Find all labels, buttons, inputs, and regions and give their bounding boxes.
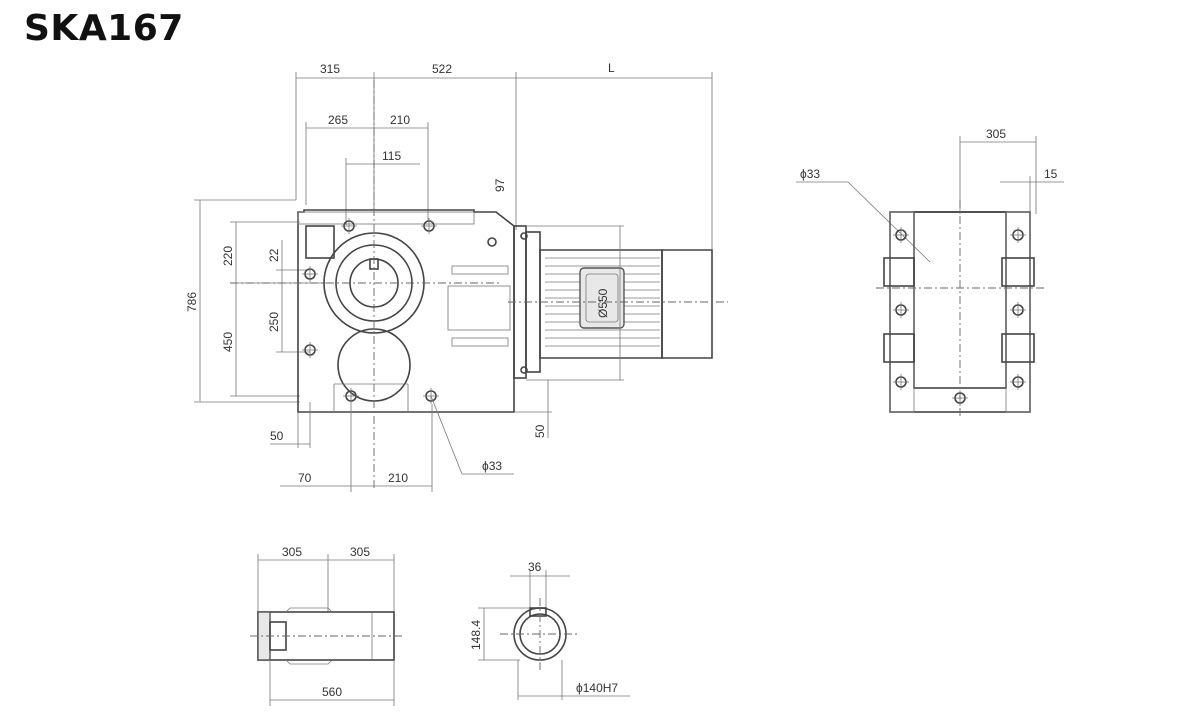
shaft-view: 305 305 560 [250,545,404,706]
dim-305b: 305 [350,545,370,559]
dim-33-front: ϕ33 [482,459,502,473]
dim-450: 450 [221,332,235,352]
dim-140: ϕ140H7 [576,681,618,695]
front-view: 315 522 L 265 210 115 97 786 220 450 22 … [185,61,728,492]
dim-250: 250 [267,312,281,332]
bolt-holes [302,218,497,404]
dim-33-side: ϕ33 [800,167,820,181]
bore-view: 36 148.4 ϕ140H7 [469,560,630,700]
dim-786: 786 [185,292,199,312]
dim-550: Ø550 [596,288,610,318]
dim-l1: L [608,61,615,75]
dim-265: 265 [328,113,348,127]
dim-522: 522 [432,62,452,76]
dim-148: 148.4 [469,620,483,650]
dim-50-right: 50 [533,424,547,438]
dim-22: 22 [267,248,281,262]
side-view: 305 15 ϕ33 [796,127,1064,418]
dim-36: 36 [528,560,542,574]
dim-115: 115 [382,149,401,163]
dim-210-bottom: 210 [388,471,408,485]
dim-305-side: 305 [986,127,1006,141]
dim-305a: 305 [282,545,302,559]
dim-315: 315 [320,62,340,76]
dim-210-top: 210 [390,113,410,127]
dim-70: 70 [298,471,312,485]
drawing-title: SKA167 [24,8,184,49]
dim-97: 97 [493,178,507,192]
dim-560: 560 [322,685,342,699]
dim-50-left: 50 [270,429,284,443]
dim-220: 220 [221,246,235,266]
dim-15-side: 15 [1044,167,1058,181]
